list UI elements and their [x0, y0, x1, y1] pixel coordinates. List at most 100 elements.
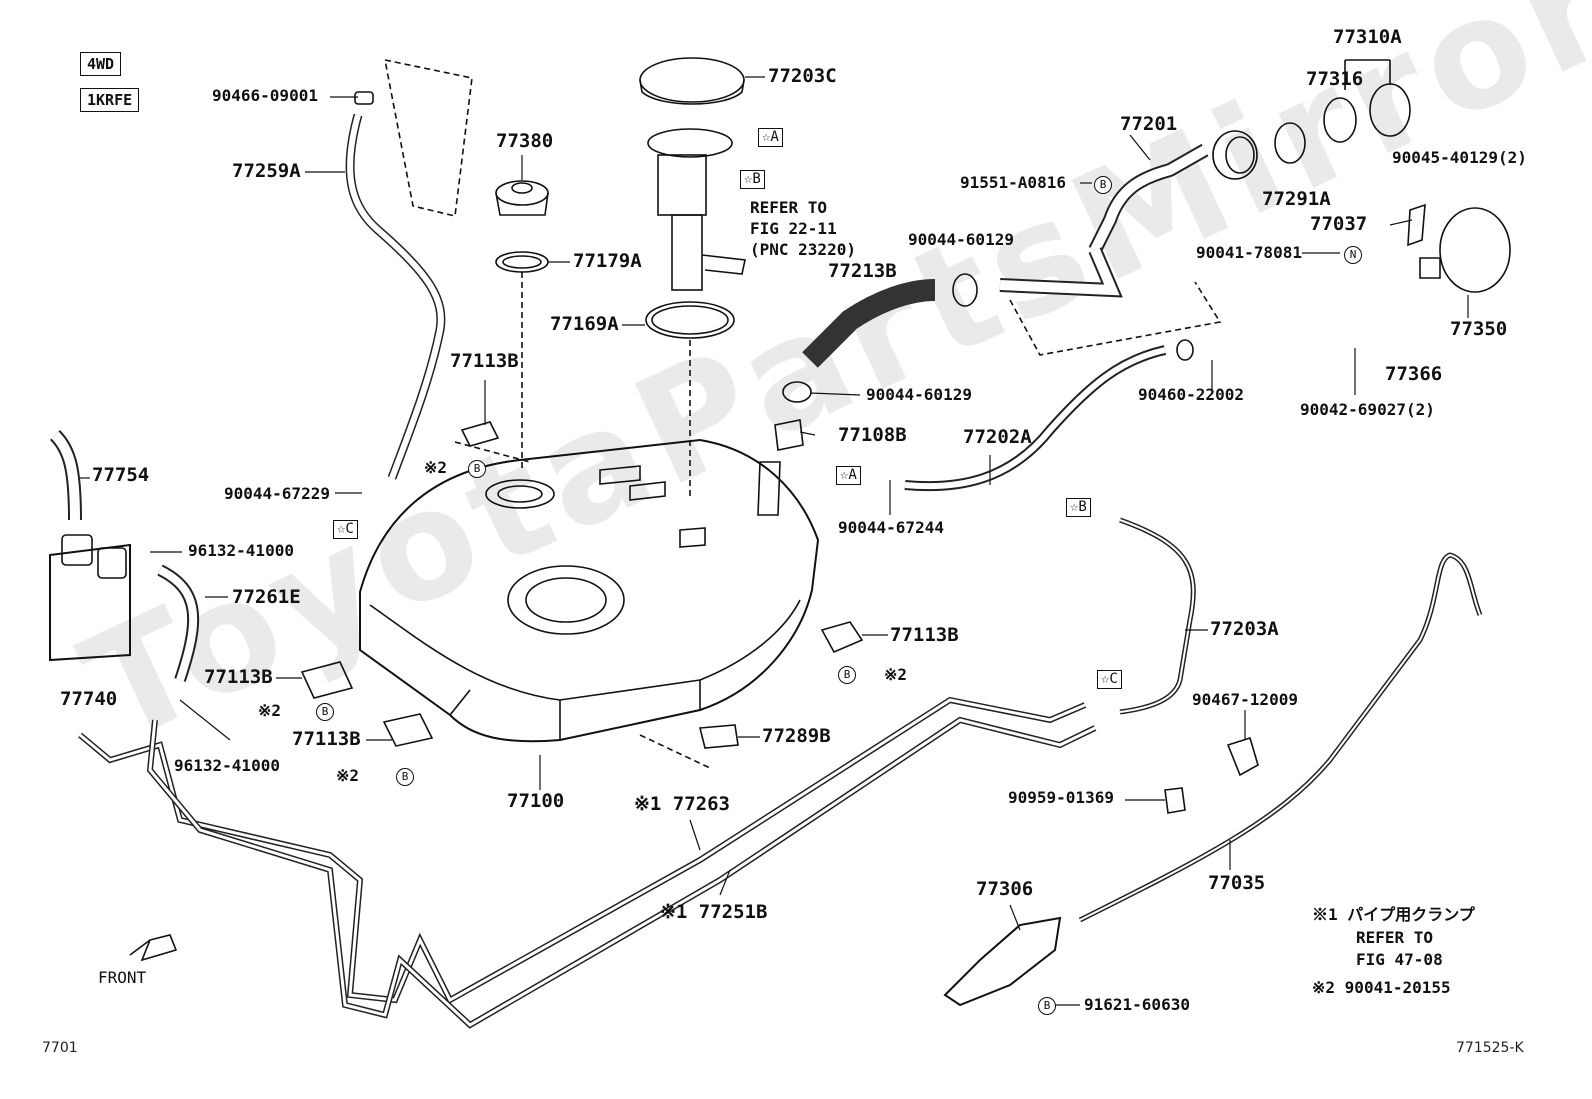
gasket-77169A — [645, 301, 735, 339]
label-77263[interactable]: ※1 77263 — [634, 793, 730, 815]
mark2-bottom: ※2 — [336, 766, 360, 785]
gasket-77316 — [1323, 97, 1357, 143]
ref-a-top: ☆A — [758, 128, 783, 148]
label-77203A[interactable]: 77203A — [1210, 618, 1279, 640]
bracket-77113B-bottom — [382, 713, 434, 747]
grommet-77108B — [774, 419, 804, 451]
note-1-line3: FIG 47-08 — [1356, 950, 1443, 969]
label-77203C[interactable]: 77203C — [768, 65, 837, 87]
cap-77310A — [1369, 83, 1411, 137]
pipe-77203A — [1119, 517, 1196, 715]
label-90044-67229[interactable]: 90044-67229 — [224, 484, 330, 503]
opener-77306 — [943, 916, 1062, 1007]
clip-90959-01369 — [1164, 787, 1186, 814]
circle-b-marker: B — [1094, 176, 1112, 194]
hose-77202A — [904, 345, 1167, 492]
lid-77350 — [1439, 207, 1511, 293]
label-77202A[interactable]: 77202A — [963, 426, 1032, 448]
fuel-line-77251B — [146, 716, 1097, 1029]
bracket-77113B-right — [820, 621, 864, 654]
label-77179A[interactable]: 77179A — [573, 250, 642, 272]
label-77201[interactable]: 77201 — [1120, 113, 1178, 135]
pump-assembly — [647, 128, 733, 158]
hose-77213B — [802, 279, 936, 368]
label-90044-60129-a[interactable]: 90044-60129 — [908, 230, 1014, 249]
mark2-right: ※2 — [884, 665, 908, 684]
label-77366[interactable]: 77366 — [1385, 363, 1443, 385]
bracket-77113B-left — [300, 661, 354, 699]
label-77289B[interactable]: 77289B — [762, 725, 831, 747]
hinge-77037 — [1407, 203, 1426, 247]
label-77213B[interactable]: 77213B — [828, 260, 897, 282]
fuel-line-77263 — [78, 696, 1087, 1005]
label-77108B[interactable]: 77108B — [838, 424, 907, 446]
refer-fig-22-11[interactable]: REFER TO — [750, 198, 828, 217]
label-77754[interactable]: 77754 — [92, 464, 150, 486]
label-77310A[interactable]: 77310A — [1333, 26, 1402, 48]
circle-b-left: B — [316, 703, 334, 721]
label-77113B-left[interactable]: 77113B — [204, 666, 273, 688]
mark2-top: ※2 — [424, 458, 448, 477]
label-77259A[interactable]: 77259A — [232, 160, 301, 182]
label-77113B-bottom[interactable]: 77113B — [292, 728, 361, 750]
refer-fig-22-11-b[interactable]: FIG 22-11 — [750, 219, 837, 238]
note-2: ※2 90041-20155 — [1312, 978, 1451, 997]
label-91551-A0816[interactable]: 91551-A0816 — [960, 173, 1066, 192]
label-77740[interactable]: 77740 — [60, 688, 118, 710]
circle-b-top: B — [468, 460, 486, 478]
label-77251B[interactable]: ※1 77251B — [660, 901, 768, 923]
circle-b-opener: B — [1038, 997, 1056, 1015]
label-77169A[interactable]: 77169A — [550, 313, 619, 335]
label-90042-69027[interactable]: 90042-69027(2) — [1300, 400, 1435, 419]
label-90467-12009[interactable]: 90467-12009 — [1192, 690, 1298, 709]
label-90460-22002[interactable]: 90460-22002 — [1138, 385, 1244, 404]
note-1-line2: REFER TO — [1356, 928, 1434, 947]
front-arrow-icon — [129, 934, 178, 962]
label-96132-41000-a[interactable]: 96132-41000 — [188, 541, 294, 560]
ref-b-right: ☆B — [1066, 498, 1091, 518]
label-90044-60129-b[interactable]: 90044-60129 — [866, 385, 972, 404]
label-90466-09001[interactable]: 90466-09001 — [212, 86, 318, 105]
label-77035[interactable]: 77035 — [1208, 872, 1266, 894]
label-90041-78081[interactable]: 90041-78081 — [1196, 243, 1302, 262]
circle-b-right: B — [838, 666, 856, 684]
figure-code: 7701 — [42, 1040, 78, 1056]
cable-77035 — [1078, 552, 1483, 923]
badge-4wd: 4WD — [80, 52, 122, 76]
label-77261E[interactable]: 77261E — [232, 586, 301, 608]
hose-77259A — [345, 113, 446, 480]
mark2-left: ※2 — [258, 701, 282, 720]
front-label: FRONT — [98, 968, 147, 987]
label-90044-67244[interactable]: 90044-67244 — [838, 518, 944, 537]
refer-pnc-23220[interactable]: (PNC 23220) — [750, 240, 856, 259]
label-77037[interactable]: 77037 — [1310, 213, 1368, 235]
clamp-90044-60129-a — [952, 273, 978, 307]
label-77316[interactable]: 77316 — [1306, 68, 1364, 90]
label-77113B-top[interactable]: 77113B — [450, 350, 519, 372]
label-77291A[interactable]: 77291A — [1262, 188, 1331, 210]
label-77350[interactable]: 77350 — [1450, 318, 1508, 340]
cover-77203C — [639, 57, 745, 103]
ref-c-right: ☆C — [1097, 670, 1122, 690]
clip-77289B — [698, 724, 739, 749]
gasket-77291A — [1274, 122, 1306, 164]
clamp-90044-60129-b — [782, 381, 812, 403]
label-77380[interactable]: 77380 — [496, 130, 554, 152]
label-77306[interactable]: 77306 — [976, 878, 1034, 900]
label-77113B-right[interactable]: 77113B — [890, 624, 959, 646]
note-1-line1: ※1 パイプ用クランプ — [1312, 905, 1475, 924]
label-96132-41000-b[interactable]: 96132-41000 — [174, 756, 280, 775]
label-90045-40129[interactable]: 90045-40129(2) — [1392, 148, 1527, 167]
label-77100[interactable]: 77100 — [507, 790, 565, 812]
label-90959-01369[interactable]: 90959-01369 — [1008, 788, 1114, 807]
circle-n-marker: N — [1344, 246, 1362, 264]
dashed-guide-top — [384, 59, 473, 217]
ref-b-top: ☆B — [740, 170, 765, 190]
ref-a-mid: ☆A — [836, 466, 861, 486]
clamp-90466 — [354, 91, 374, 105]
bracket-77113B-top — [460, 421, 500, 447]
label-91621-60630[interactable]: 91621-60630 — [1084, 995, 1190, 1014]
ref-c-left: ☆C — [333, 520, 358, 540]
